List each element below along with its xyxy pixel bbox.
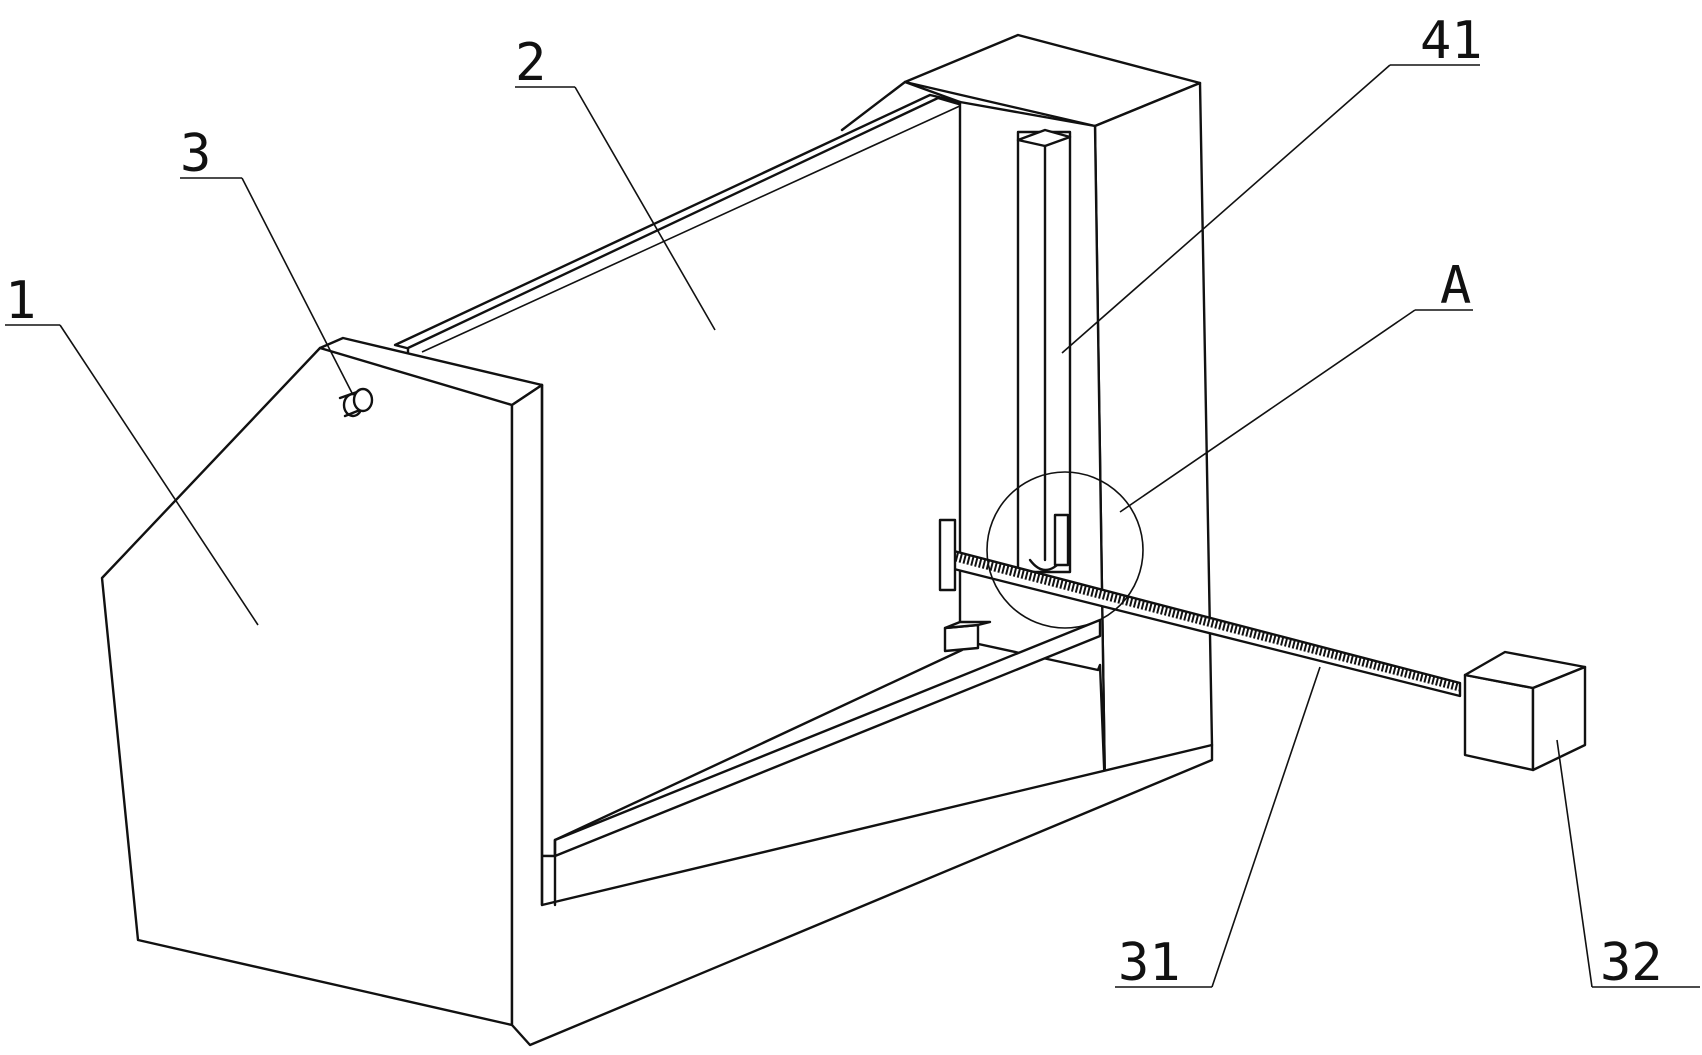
back-plate-inner-edge — [421, 104, 963, 353]
label-1: 1 — [5, 271, 36, 331]
back-plate — [393, 93, 964, 858]
leader-31 — [1211, 666, 1321, 988]
front-plate — [100, 336, 1214, 1047]
label-32: 32 — [1600, 933, 1663, 993]
label-a: A — [1440, 256, 1471, 316]
guide-gear-slot — [1053, 513, 1070, 567]
leader-a — [1119, 309, 1416, 513]
leader-41 — [1061, 64, 1391, 354]
rack-end-bracket — [938, 518, 957, 592]
right-block-slope — [840, 80, 907, 132]
label-41: 41 — [1420, 11, 1483, 71]
pin-bottom-edge — [343, 408, 362, 418]
leader-1 — [59, 324, 259, 626]
rack-teeth — [950, 551, 1462, 692]
motor-box — [1463, 650, 1587, 772]
front-plate-face — [100, 346, 544, 1027]
reference-labels: 1 2 3 41 A 31 32 — [5, 11, 1663, 993]
pin-top-edge — [338, 390, 359, 400]
motor-box-side — [1531, 665, 1587, 772]
leader-2 — [574, 86, 716, 331]
bottom-rail-block-top — [943, 620, 992, 630]
right-block-side — [1093, 81, 1214, 792]
leader-32 — [1556, 739, 1593, 988]
motor-box-front — [1463, 673, 1535, 772]
label-2: 2 — [515, 33, 546, 93]
vertical-guide — [1016, 128, 1072, 574]
right-block-edge — [903, 80, 962, 104]
leader-3 — [241, 177, 353, 394]
detail-circle-a — [986, 471, 1144, 629]
pin — [338, 387, 374, 418]
label-3: 3 — [180, 124, 211, 184]
guide-top — [1016, 128, 1072, 148]
rack-bar — [938, 518, 1462, 698]
bottom-rail-block — [943, 623, 980, 653]
leader-lines — [5, 64, 1700, 988]
label-31: 31 — [1118, 933, 1181, 993]
pin-front-end — [352, 387, 374, 413]
